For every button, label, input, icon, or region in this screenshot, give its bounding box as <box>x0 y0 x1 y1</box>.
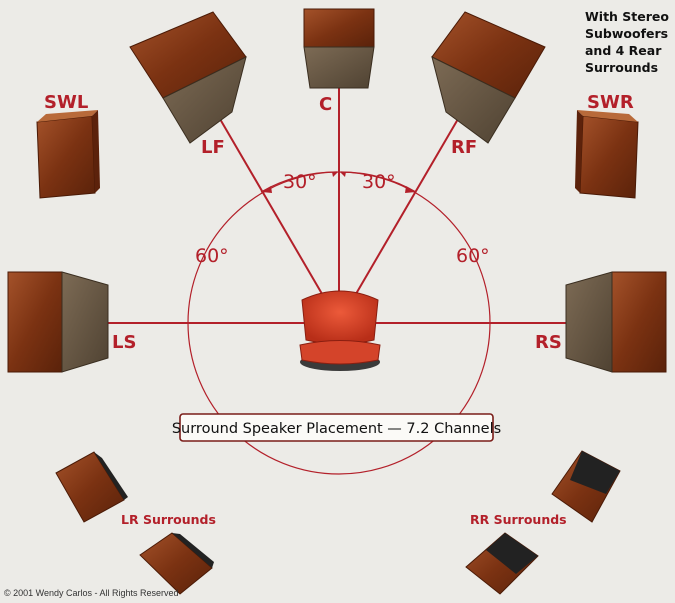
label-rs: RS <box>535 332 562 353</box>
angle-left-60: 60° <box>195 245 229 267</box>
label-lr-surrounds: LR Surrounds <box>121 512 216 527</box>
lf-speaker <box>129 11 247 144</box>
label-lf: LF <box>201 137 225 158</box>
label-c: C <box>319 94 332 115</box>
diagram-title: Surround Speaker Placement — 7.2 Channel… <box>172 421 501 437</box>
c-speaker <box>303 8 375 89</box>
label-rr-surrounds: RR Surrounds <box>470 512 567 527</box>
label-rf: RF <box>451 137 477 158</box>
arrow-30-left <box>262 186 272 193</box>
line-rf <box>338 106 466 324</box>
line-lf <box>212 106 340 324</box>
rr-surround-speaker-2 <box>465 532 539 595</box>
label-ls: LS <box>112 332 136 353</box>
label-swr: SWR <box>587 92 634 113</box>
copyright-notice: © 2001 Wendy Carlos - All Rights Reserve… <box>4 588 179 598</box>
angle-right-60: 60° <box>456 245 490 267</box>
lr-surround-speaker-1 <box>55 451 128 523</box>
title-box <box>179 413 494 442</box>
top-right-note: With Stereo Subwoofers and 4 Rear Surrou… <box>585 8 673 76</box>
rr-surround-speaker-1 <box>551 450 621 523</box>
listener-chair <box>299 290 381 371</box>
label-swl: SWL <box>44 92 88 113</box>
angle-right-30: 30° <box>362 171 396 193</box>
lr-surround-speaker-2 <box>139 532 214 595</box>
swl-speaker <box>36 110 100 199</box>
note-line: and 4 Rear <box>585 43 662 58</box>
note-line: Surrounds <box>585 60 659 75</box>
swr-speaker <box>575 110 639 199</box>
arrow-30-right-b <box>340 172 346 177</box>
ls-speaker <box>7 271 109 373</box>
arrow-30-right-end <box>405 186 416 193</box>
note-line: Subwoofers <box>585 26 669 41</box>
rs-speaker <box>565 271 667 373</box>
rf-speaker <box>431 11 546 144</box>
note-line: With Stereo <box>585 9 669 24</box>
angle-left-30: 30° <box>283 171 317 193</box>
arrow-30-right-a <box>332 172 338 177</box>
